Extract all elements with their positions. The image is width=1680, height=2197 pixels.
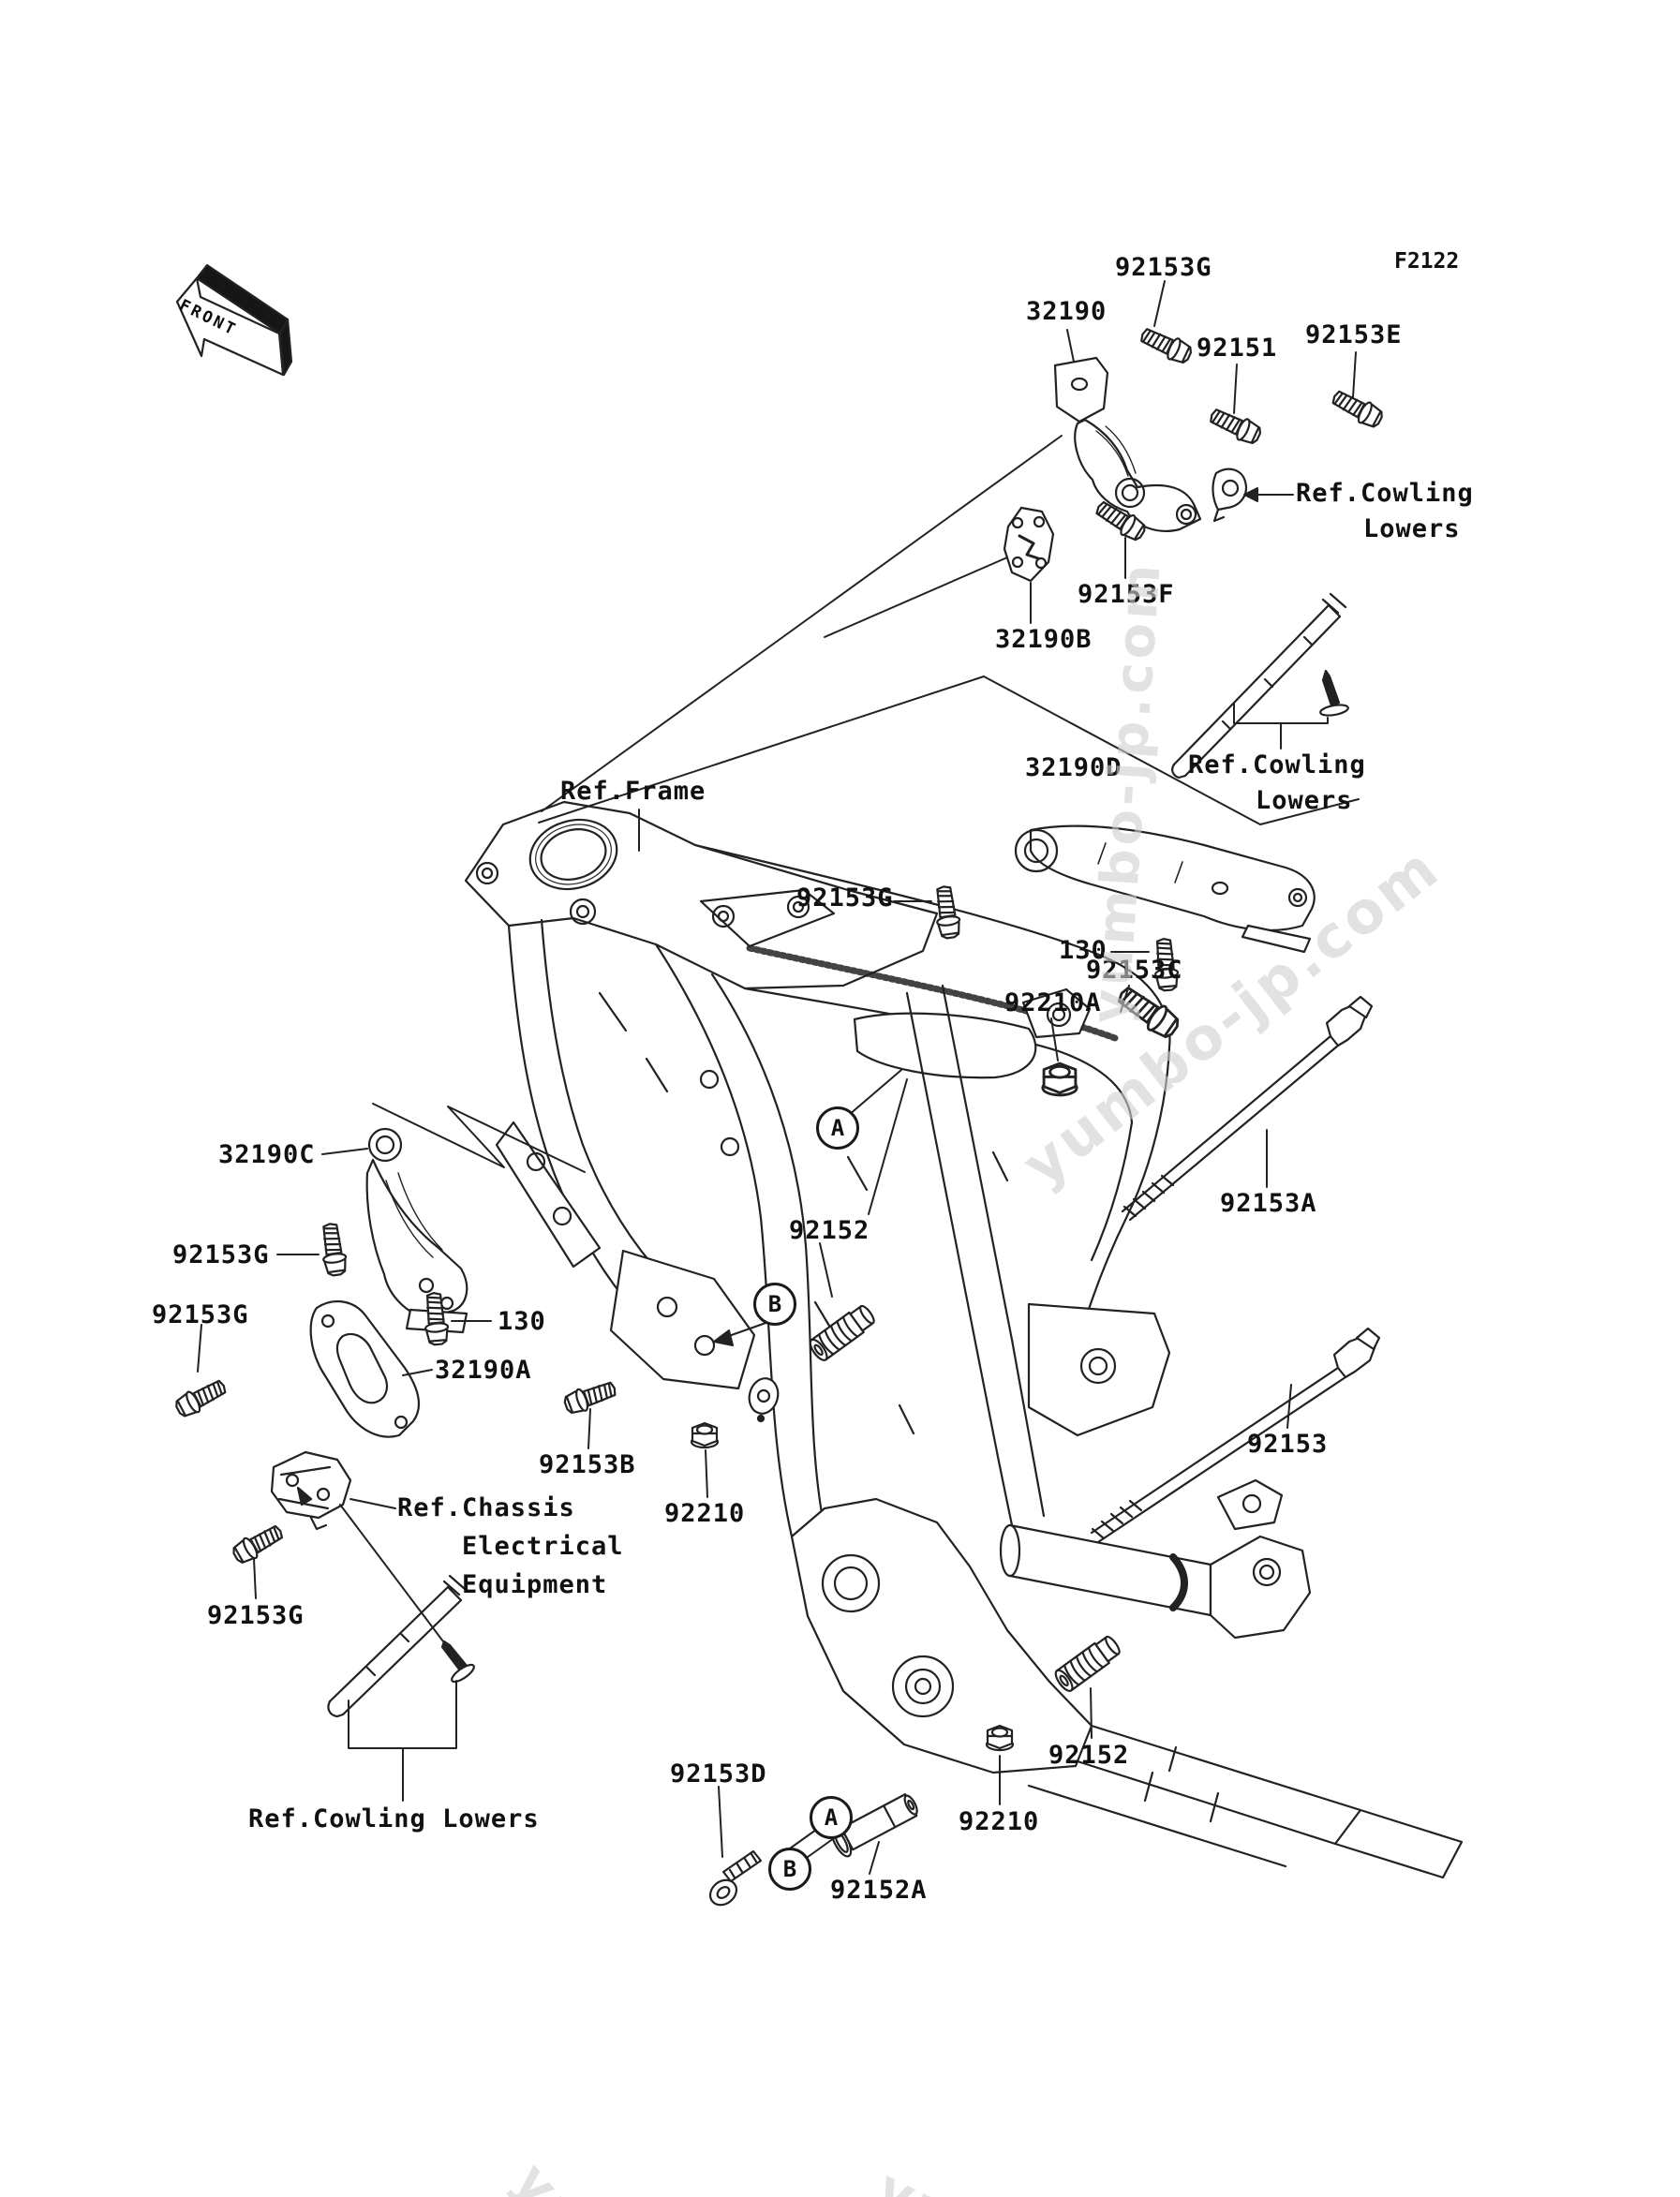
nut-92210-mid	[690, 1421, 720, 1449]
label-ref-chassis-3: Equipment	[462, 1570, 608, 1599]
label-part-92153f: 92153F	[1078, 580, 1175, 609]
label-part-92153g-left2: 92153G	[152, 1300, 249, 1329]
label-part-92153g-top: 92153G	[1115, 253, 1212, 282]
label-part-92153g-mid: 92153G	[796, 883, 894, 913]
label-ref-cowling-mid-1: Ref.Cowling	[1188, 750, 1366, 779]
cowling-stay-upper	[1171, 592, 1347, 779]
frame-outline	[464, 800, 1464, 1879]
label-ref-cowling-upper-2: Lowers	[1363, 514, 1461, 543]
bracket-32190a	[309, 1299, 420, 1438]
label-part-130-low: 130	[498, 1307, 546, 1336]
cowling-clip-upper	[1212, 468, 1248, 523]
label-part-32190c: 32190C	[218, 1140, 316, 1169]
callout-a-mid: A	[816, 1106, 859, 1150]
label-ref-cowling-bot: Ref.Cowling Lowers	[248, 1804, 540, 1833]
bolt-92153g-bot	[229, 1520, 288, 1567]
label-figure-code: F2122	[1394, 249, 1460, 274]
label-ref-cowling-upper-1: Ref.Cowling	[1296, 479, 1474, 508]
leader-lines	[197, 280, 1360, 1875]
label-part-32190b: 32190B	[995, 625, 1093, 654]
bolt-92153g-top	[1137, 322, 1196, 368]
label-part-92153c: 92153C	[1086, 956, 1183, 985]
bushing-92152-mid	[806, 1301, 879, 1364]
front-arrow-icon	[175, 263, 293, 377]
bolt-92153g-mid	[931, 883, 963, 941]
bolt-92153g-left1	[318, 1221, 349, 1278]
label-part-32190: 32190	[1026, 297, 1108, 326]
callout-b-mid: B	[753, 1283, 796, 1326]
nut-92210a	[1041, 1061, 1078, 1097]
bushing-92152-bot	[1051, 1632, 1124, 1695]
label-part-92153g-bot: 92153G	[207, 1601, 305, 1630]
label-part-92153: 92153	[1247, 1430, 1329, 1459]
bracket-32190c	[365, 1127, 468, 1334]
callout-b-bot: B	[768, 1848, 811, 1891]
label-part-92153d: 92153D	[670, 1759, 767, 1789]
label-part-92153a: 92153A	[1220, 1189, 1317, 1218]
label-part-92153g-left1: 92153G	[172, 1240, 270, 1269]
label-ref-cowling-mid-2: Lowers	[1256, 786, 1353, 815]
label-part-32190d: 32190D	[1025, 753, 1122, 782]
label-part-92152a: 92152A	[830, 1876, 928, 1905]
label-part-92153e: 92153E	[1305, 320, 1403, 349]
cowling-stay-lower	[327, 1574, 467, 1718]
nut-92210-bot	[985, 1724, 1015, 1752]
label-part-92151: 92151	[1197, 334, 1278, 363]
callout-a-bot: A	[810, 1796, 853, 1839]
label-part-92153b: 92153B	[539, 1450, 636, 1479]
bolt-92153e	[1328, 385, 1387, 432]
long-bolt-92153	[1090, 1327, 1381, 1544]
bracket-32190b	[1003, 506, 1055, 583]
cowling-screw-lower	[440, 1640, 475, 1684]
long-bolt-92153a	[1121, 995, 1374, 1222]
cowling-screw-upper	[1319, 669, 1349, 717]
label-part-130-top: 130	[1059, 936, 1108, 965]
label-ref-frame: Ref.Frame	[560, 777, 706, 806]
label-part-92210a: 92210A	[1004, 988, 1102, 1017]
label-ref-chassis-2: Electrical	[462, 1532, 624, 1561]
label-ref-chassis-1: Ref.Chassis	[397, 1493, 575, 1522]
label-part-92152-bot: 92152	[1048, 1741, 1130, 1770]
bolt-92153g-left2	[171, 1374, 230, 1421]
bolt-92153d	[708, 1849, 763, 1907]
bracket-32190d	[1014, 824, 1316, 954]
label-part-92210-bot: 92210	[959, 1807, 1040, 1836]
label-part-32190a: 32190A	[435, 1356, 532, 1385]
chassis-electrical-bracket	[270, 1450, 352, 1531]
label-part-92210-mid: 92210	[664, 1499, 746, 1528]
label-part-92152-mid: 92152	[789, 1216, 870, 1245]
bracket-32190	[1053, 356, 1202, 532]
bolt-92151	[1206, 403, 1265, 449]
